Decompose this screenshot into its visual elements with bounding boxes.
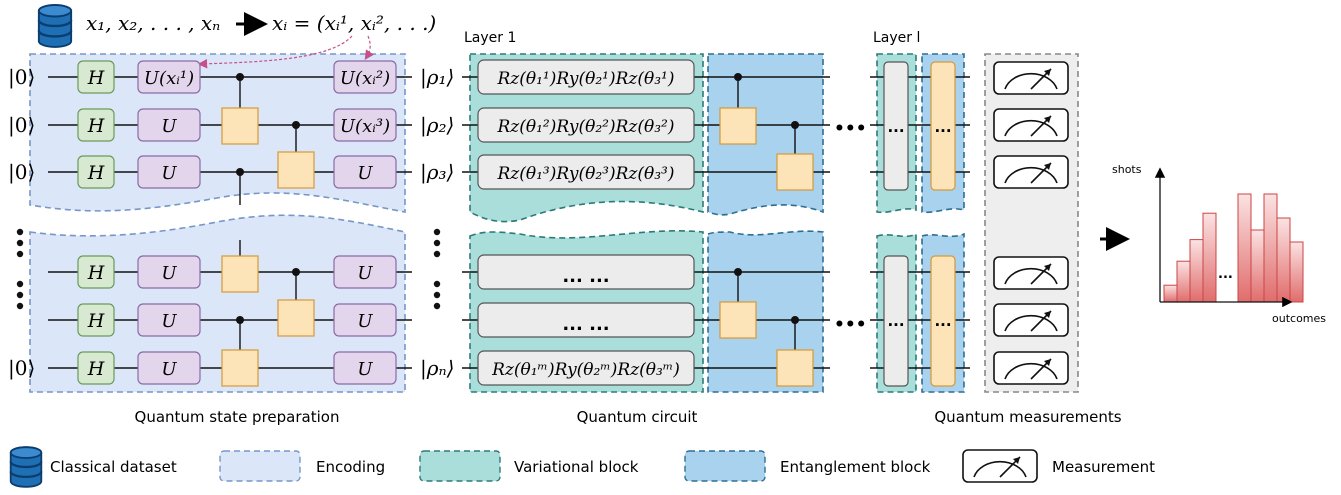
legend-variational-label: Variational block bbox=[514, 458, 639, 476]
legend-variational-swatch bbox=[419, 450, 501, 482]
feature-arrow-2 bbox=[364, 35, 374, 60]
data-sequence: x₁, x₂, . . . , xₙ bbox=[86, 11, 220, 35]
legend-dataset-icon bbox=[9, 446, 43, 488]
histogram-bar bbox=[1289, 241, 1304, 303]
legend-dataset-label: Classical dataset bbox=[50, 458, 177, 476]
h-label-6: H bbox=[87, 358, 105, 380]
h-label-5: H bbox=[87, 310, 105, 332]
row-dots-left bbox=[16, 228, 24, 310]
u-label-12: U bbox=[357, 359, 373, 380]
rho-ket-1: |ρ₁⟩ bbox=[420, 65, 454, 90]
histogram-gap-dots: ... bbox=[1218, 267, 1233, 282]
rotation-label-3: Rz(θ₁³)Ry(θ₂³)Rz(θ₃³) bbox=[496, 164, 674, 184]
legend-encoding-swatch bbox=[219, 450, 301, 482]
rho-ket-n: |ρₙ⟩ bbox=[420, 356, 454, 381]
row-dots-middle bbox=[433, 228, 441, 310]
histogram-xlabel: outcomes bbox=[1272, 312, 1326, 325]
meter-icon bbox=[993, 108, 1069, 142]
ket-zero-2: |0⟩ bbox=[8, 113, 35, 138]
u-label-4: U bbox=[161, 263, 177, 284]
u-label-2: U bbox=[161, 116, 177, 137]
ket-zero-n: |0⟩ bbox=[8, 356, 35, 381]
rotation-ellipsis-1: ... ... bbox=[562, 266, 609, 287]
histogram-bar bbox=[1189, 239, 1204, 303]
legend-entanglement-label: Entanglement block bbox=[780, 458, 931, 476]
feature-arrow-1 bbox=[197, 35, 353, 69]
histogram-bar bbox=[1163, 284, 1178, 303]
rotation-gates bbox=[477, 59, 695, 386]
caption-state-preparation: Quantum state preparation bbox=[135, 408, 340, 426]
h-label-4: H bbox=[87, 262, 105, 284]
legend-meter-icon bbox=[962, 449, 1038, 483]
histogram-bar bbox=[1276, 217, 1291, 303]
circuit-entanglers bbox=[719, 73, 814, 387]
legend-entanglement-swatch bbox=[684, 450, 766, 482]
caption-quantum-measurements: Quantum measurements bbox=[934, 408, 1121, 426]
meter-icon bbox=[993, 61, 1069, 95]
dataset-icon bbox=[37, 4, 73, 48]
layer-l-label: Layer l bbox=[873, 30, 920, 46]
u-label-3: U bbox=[161, 163, 177, 184]
rho-ket-2: |ρ₂⟩ bbox=[420, 113, 454, 138]
rotation-ellipsis-2: ... ... bbox=[562, 314, 609, 335]
legend-measurement-label: Measurement bbox=[1052, 458, 1155, 476]
encoding-region-bottom bbox=[29, 214, 406, 393]
layer-l-dots-1: ... bbox=[887, 118, 904, 136]
rotation-label-1: Rz(θ₁¹)Ry(θ₂¹)Rz(θ₃¹) bbox=[496, 69, 674, 89]
histogram-bar bbox=[1202, 212, 1217, 303]
ket-zero-1: |0⟩ bbox=[8, 65, 35, 90]
histogram-bar bbox=[1176, 260, 1191, 303]
u-label-5: U bbox=[161, 311, 177, 332]
u-label-11: U bbox=[357, 311, 373, 332]
caption-quantum-circuit: Quantum circuit bbox=[577, 408, 698, 426]
rotation-label-2: Rz(θ₁²)Ry(θ₂²)Rz(θ₃²) bbox=[496, 117, 674, 137]
encoding-gates bbox=[137, 60, 397, 385]
column-dots-top: ••• bbox=[834, 119, 867, 139]
h-label-1: H bbox=[87, 67, 105, 89]
layer-l-gates bbox=[883, 61, 956, 387]
histogram-bar bbox=[1250, 229, 1265, 303]
layer-l-dots-4: ... bbox=[934, 312, 951, 330]
meter-icon bbox=[993, 155, 1069, 189]
hadamard-gates bbox=[77, 60, 115, 385]
layer-1-label: Layer 1 bbox=[464, 30, 516, 46]
legend: Classical dataset Encoding Variational b… bbox=[9, 446, 1155, 488]
h-label-3: H bbox=[87, 162, 105, 184]
data-mapping: xᵢ = (xᵢ¹, xᵢ², . . .) bbox=[272, 11, 436, 35]
column-dots-bottom: ••• bbox=[834, 315, 867, 335]
meter-icon bbox=[993, 351, 1069, 385]
rho-ket-3: |ρ₃⟩ bbox=[420, 160, 454, 185]
histogram-bar bbox=[1237, 193, 1252, 303]
h-label-2: H bbox=[87, 115, 105, 137]
histogram-ylabel: shots bbox=[1112, 163, 1142, 176]
measurement-region bbox=[984, 53, 1079, 393]
u-label-10: U bbox=[357, 263, 373, 284]
layer-l-dots-2: ... bbox=[934, 118, 951, 136]
histogram-bar bbox=[1263, 193, 1278, 303]
legend-encoding-label: Encoding bbox=[316, 458, 385, 476]
outcome-histogram bbox=[1154, 167, 1304, 308]
u-x1-label: U(xᵢ¹) bbox=[144, 68, 194, 89]
meter-icon bbox=[993, 256, 1069, 290]
u-x2-label: U(xᵢ²) bbox=[340, 68, 390, 89]
u-label-9: U bbox=[357, 163, 373, 184]
u-x3-label: U(xᵢ³) bbox=[340, 116, 390, 137]
state-prep-entanglers bbox=[221, 73, 315, 387]
layer-l-dots-3: ... bbox=[887, 312, 904, 330]
u-label-6: U bbox=[161, 359, 177, 380]
rotation-label-m: Rz(θ₁ᵐ)Ry(θ₂ᵐ)Rz(θ₃ᵐ) bbox=[491, 360, 680, 380]
meter-icon bbox=[993, 303, 1069, 337]
ket-zero-3: |0⟩ bbox=[8, 160, 35, 185]
